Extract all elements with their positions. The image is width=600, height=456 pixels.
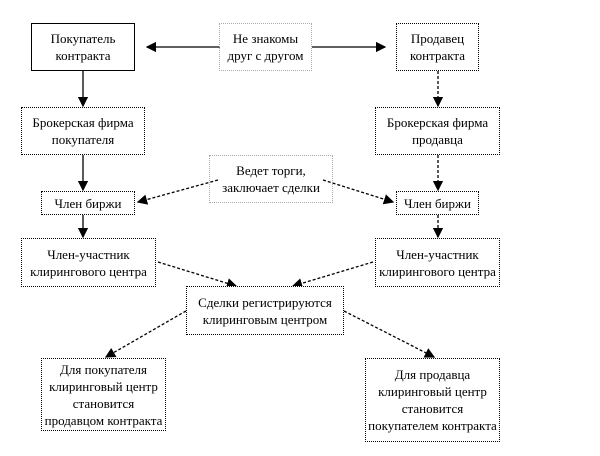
result-buyer-box: Для покупателя клиринговый центр станови…	[41, 358, 166, 431]
clearing-member-buyer-box: Член-участник клирингового центра	[21, 238, 156, 287]
seller-box: Продавец контракта	[396, 23, 479, 71]
trading-note: Ведет торги, заключает сделки	[209, 155, 333, 203]
arrow-clearing-seller-registered	[291, 261, 374, 289]
member-buyer-box: Член биржи	[41, 191, 135, 215]
broker-seller-box: Брокерская фирма продавца	[375, 107, 500, 155]
not-acquainted-note: Не знакомы друг с другом	[219, 23, 312, 71]
broker-buyer-box: Брокерская фирма покупателя	[21, 107, 145, 155]
member-seller-box: Член биржи	[396, 191, 479, 215]
clearing-member-seller-box: Член-участник клирингового центра	[375, 238, 500, 287]
arrow-registered-result-seller	[343, 310, 436, 358]
arrow-clearing-buyer-registered	[157, 261, 238, 289]
arrow-note-member-seller	[322, 179, 395, 205]
buyer-box: Покупатель контракта	[31, 23, 135, 71]
arrow-registered-result-buyer	[104, 310, 187, 358]
result-seller-box: Для продавца клиринговый центр становитс…	[365, 358, 500, 442]
registered-box: Сделки регистрируются клиринговым центро…	[186, 286, 344, 335]
arrow-note-member-buyer	[136, 179, 219, 205]
